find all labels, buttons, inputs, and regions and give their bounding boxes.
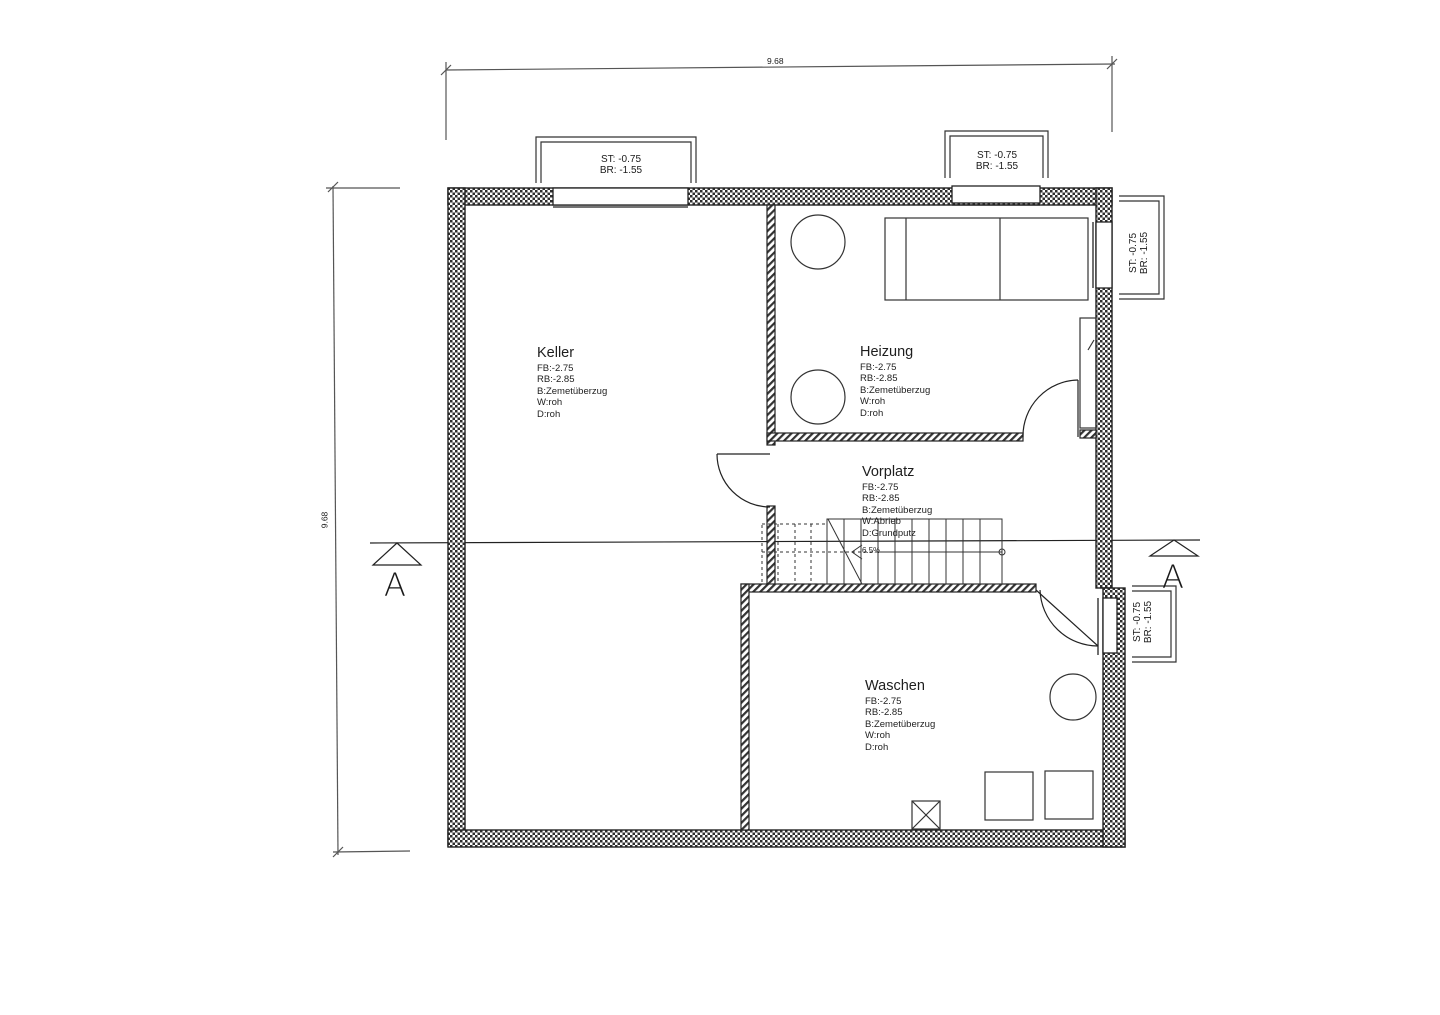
room-floor-finish: B:Zemetüberzug bbox=[537, 385, 608, 397]
section-line bbox=[369, 539, 1201, 566]
room-floor-level: FB:-2.75 bbox=[865, 695, 902, 707]
room-raw-floor-level: RB:-2.85 bbox=[860, 373, 898, 384]
stair-slope-label: 6.5% bbox=[862, 546, 881, 555]
room-ceiling-finish: D:Grundputz bbox=[862, 527, 916, 539]
window-parapet-height: BR: -1.55 bbox=[1143, 600, 1154, 644]
room-name: Vorplatz bbox=[862, 464, 915, 480]
room-name: Heizung bbox=[860, 344, 914, 360]
room-raw-floor-level: RB:-2.85 bbox=[537, 374, 575, 385]
room-floor-level: FB:-2.75 bbox=[537, 362, 574, 374]
exterior-walls bbox=[447, 187, 1126, 848]
room-wall-finish: W:Abrieb bbox=[862, 516, 901, 527]
staircase bbox=[761, 518, 1006, 585]
room-raw-floor-level: RB:-2.85 bbox=[862, 493, 900, 504]
window-openings bbox=[552, 185, 1118, 655]
window-parapet-height: BR: -1.55 bbox=[1139, 231, 1150, 275]
window-sill-height: ST: -0.75 bbox=[600, 154, 642, 165]
dimension-line-horizontal bbox=[440, 56, 1118, 140]
room-label-keller: Keller FB:-2.75 RB:-2.85 B:Zemetüberzug … bbox=[537, 346, 607, 420]
window-sill-height: ST: -0.75 bbox=[1132, 601, 1143, 643]
room-ceiling-finish: D:roh bbox=[860, 407, 884, 419]
room-ceiling-finish: D:roh bbox=[865, 741, 889, 753]
window-annotation-heizung-right: ST: -0.75 BR: -1.55 bbox=[1128, 218, 1150, 288]
heating-equipment bbox=[790, 214, 1097, 429]
window-parapet-height: BR: -1.55 bbox=[599, 165, 643, 176]
dimension-height-label: 9.68 bbox=[319, 511, 330, 529]
room-floor-finish: B:Zemetüberzug bbox=[860, 384, 931, 396]
room-name: Keller bbox=[537, 345, 575, 361]
window-annotation-keller: ST: -0.75 BR: -1.55 bbox=[586, 154, 656, 176]
room-name: Waschen bbox=[865, 678, 925, 694]
room-label-waschen: Waschen FB:-2.75 RB:-2.85 B:Zemetüberzug… bbox=[865, 679, 935, 753]
room-wall-finish: W:roh bbox=[537, 397, 563, 408]
window-annotation-heizung-top: ST: -0.75 BR: -1.55 bbox=[962, 150, 1032, 172]
room-floor-finish: B:Zemetüberzug bbox=[862, 504, 933, 516]
room-label-vorplatz: Vorplatz FB:-2.75 RB:-2.85 B:Zemetüberzu… bbox=[862, 465, 932, 539]
window-sill-height: ST: -0.75 bbox=[1128, 232, 1139, 274]
room-ceiling-finish: D:roh bbox=[537, 408, 561, 420]
room-label-heizung: Heizung FB:-2.75 RB:-2.85 B:Zemetüberzug… bbox=[860, 345, 930, 419]
light-wells bbox=[535, 130, 1177, 663]
dimension-line-vertical bbox=[326, 181, 411, 858]
laundry-equipment bbox=[911, 673, 1097, 830]
room-floor-level: FB:-2.75 bbox=[862, 481, 899, 493]
section-mark-right: A bbox=[1162, 558, 1184, 596]
room-wall-finish: W:roh bbox=[860, 396, 886, 407]
room-wall-finish: W:roh bbox=[865, 730, 891, 741]
section-mark-left: A bbox=[384, 566, 406, 604]
window-sill-height: ST: -0.75 bbox=[976, 150, 1018, 161]
room-floor-finish: B:Zemetüberzug bbox=[865, 718, 936, 730]
dimension-width-label: 9.68 bbox=[767, 56, 784, 66]
doors bbox=[716, 379, 1099, 647]
window-parapet-height: BR: -1.55 bbox=[975, 161, 1019, 172]
room-floor-level: FB:-2.75 bbox=[860, 361, 897, 373]
window-annotation-waschen-right: ST: -0.75 BR: -1.55 bbox=[1132, 587, 1154, 657]
interior-walls bbox=[740, 204, 1097, 831]
room-raw-floor-level: RB:-2.85 bbox=[865, 707, 903, 718]
